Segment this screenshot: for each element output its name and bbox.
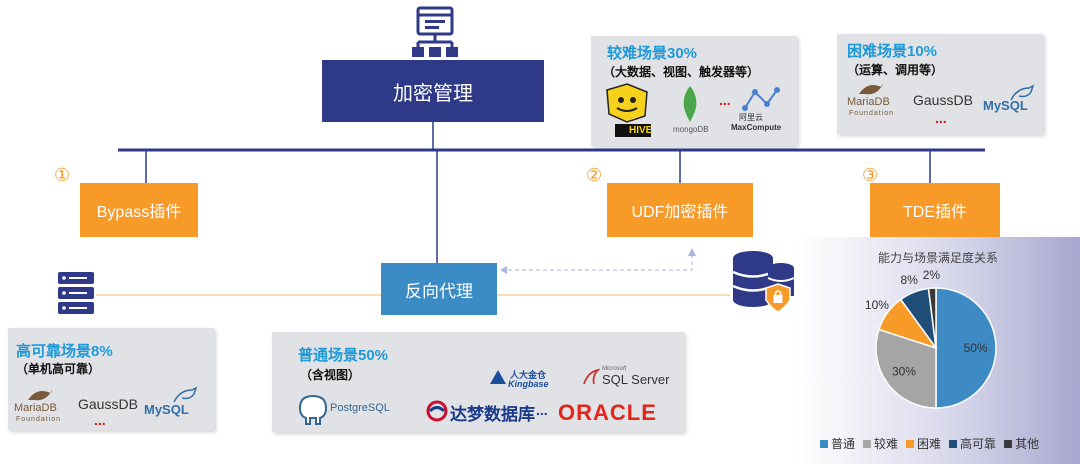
normal-scenario-card: 普通场景50% （含视图） 人大金仓 Kingbase Microsoft SQ… <box>272 332 684 432</box>
pie-slice-2 <box>875 328 937 409</box>
normal-scenario-title: 普通场景50% <box>298 347 389 364</box>
mariadb-seal-icon <box>28 390 52 401</box>
gaussdb-logo-text: GaussDB <box>78 396 138 412</box>
mariadb-logo-text: MariaDB <box>14 402 57 414</box>
pie-chart-panel: 能力与场景满足度关系 50% 30% 10% 8% 2% 普通 较难 困难 高可靠 其他 <box>796 237 1080 464</box>
hive-logo-icon <box>606 83 651 137</box>
mariadb-foundation-text: Foundation <box>16 416 62 423</box>
chart-legend: 普通 较难 困难 高可靠 其他 <box>820 435 1039 452</box>
bypass-plugin-box: Bypass插件 <box>80 183 198 237</box>
mongodb-logo-text: mongoDB <box>673 125 709 134</box>
hard-scenario-card: 困难场景10% （运算、调用等） MariaDB Foundation Gaus… <box>837 34 1043 134</box>
hard-ellipsis: ... <box>935 110 947 126</box>
ha-scenario-subtitle: （单机高可靠） <box>16 362 101 376</box>
sqlserver-logo-icon <box>583 368 600 385</box>
mysql-dolphin-icon <box>1010 84 1035 101</box>
legend-label: 高可靠 <box>960 437 997 451</box>
oracle-logo-text: ORACLE <box>558 400 657 425</box>
postgresql-logo-text: PostgreSQL <box>330 402 390 414</box>
harder-scenario-card: 较难场景30% （大数据、视图、触发器等） HIVE mongoDB ... 阿… <box>591 36 797 146</box>
sqlserver-logo-text: SQL Server <box>602 372 670 387</box>
pie-slice-1 <box>935 287 997 409</box>
udf-dashed-arrow <box>505 254 693 271</box>
network-management-icon <box>412 6 458 57</box>
gaussdb-logo-text: GaussDB <box>913 92 973 108</box>
legend-swatch <box>1004 439 1013 448</box>
encryption-management-label: 加密管理 <box>393 82 473 105</box>
bypass-plugin-label: Bypass插件 <box>96 204 182 221</box>
ha-ellipsis: ... <box>94 412 106 428</box>
kingbase-logo-icon <box>490 370 506 384</box>
encrypted-database-icon <box>732 251 795 313</box>
pie-slice-5 <box>927 287 937 349</box>
legend-label: 普通 <box>831 437 856 451</box>
microsoft-text: Microsoft <box>602 366 627 372</box>
legend-label: 较难 <box>874 437 899 451</box>
ha-scenario-title: 高可靠场景8% <box>16 343 113 360</box>
bypass-marker: ① <box>54 165 71 185</box>
reverse-proxy-label: 反向代理 <box>405 281 473 301</box>
pie-label-1: 50% <box>964 341 988 355</box>
dameng-logo-text: 达梦数据库 <box>450 405 535 424</box>
normal-scenario-subtitle: （含视图） <box>300 368 361 382</box>
harder-scenario-title: 较难场景30% <box>607 45 698 62</box>
mysql-logo-text: MySQL <box>144 402 189 417</box>
encryption-management-box: 加密管理 <box>322 60 544 122</box>
udf-plugin-box: UDF加密插件 <box>607 183 753 237</box>
server-icon <box>58 272 94 314</box>
mongodb-logo-icon <box>683 86 697 122</box>
dameng-logo-icon <box>426 400 448 422</box>
mysql-logo-text: MySQL <box>983 98 1028 113</box>
hive-logo-text: HIVE <box>629 125 653 136</box>
ha-scenario-card: 高可靠场景8% （单机高可靠） MariaDB Foundation Gauss… <box>8 328 214 430</box>
normal-ellipsis: ... <box>536 402 548 418</box>
udf-marker: ② <box>586 165 603 185</box>
mariadb-foundation-text: Foundation <box>849 110 895 117</box>
mysql-dolphin-icon <box>173 386 198 403</box>
udf-arrowhead-up <box>688 248 696 256</box>
legend-item-1: 普通 <box>820 435 855 452</box>
legend-item-2: 较难 <box>863 435 898 452</box>
udf-plugin-label: UDF加密插件 <box>631 204 729 221</box>
pie-label-4: 8% <box>900 273 918 287</box>
pie-label-3: 10% <box>865 298 889 312</box>
maxcompute-logo-text: MaxCompute <box>731 123 782 132</box>
tde-plugin-label: TDE插件 <box>902 204 967 221</box>
mariadb-seal-icon <box>859 84 883 95</box>
mariadb-logo-text: MariaDB <box>847 96 890 108</box>
chart-title: 能力与场景满足度关系 <box>877 251 998 265</box>
legend-swatch <box>863 439 872 448</box>
legend-swatch <box>949 439 958 448</box>
harder-ellipsis: ... <box>719 92 731 108</box>
harder-scenario-subtitle: （大数据、视图、触发器等） <box>603 65 760 79</box>
pie-label-2: 30% <box>892 364 916 378</box>
reverse-proxy-box: 反向代理 <box>381 263 497 315</box>
hard-scenario-subtitle: （运算、调用等） <box>847 63 944 77</box>
legend-item-3: 困难 <box>906 435 941 452</box>
legend-item-5: 其他 <box>1004 435 1039 452</box>
udf-arrowhead-left <box>500 266 507 274</box>
kingbase-logo-text: Kingbase <box>508 379 549 389</box>
postgresql-elephant-icon <box>298 394 328 425</box>
legend-swatch <box>906 439 915 448</box>
aliyun-logo-text: 阿里云 <box>739 113 763 122</box>
tde-marker: ③ <box>862 165 879 185</box>
legend-label: 其他 <box>1015 437 1040 451</box>
pie-label-5: 2% <box>923 268 941 282</box>
legend-item-4: 高可靠 <box>949 435 996 452</box>
pie-chart: 50% 30% 10% 8% 2% <box>865 268 997 409</box>
maxcompute-logo-icon <box>742 87 780 111</box>
legend-swatch <box>820 439 828 448</box>
tde-plugin-box: TDE插件 <box>870 183 1000 237</box>
legend-label: 困难 <box>917 437 942 451</box>
hard-scenario-title: 困难场景10% <box>847 43 938 60</box>
kingbase-cn-text: 人大金仓 <box>510 370 547 380</box>
